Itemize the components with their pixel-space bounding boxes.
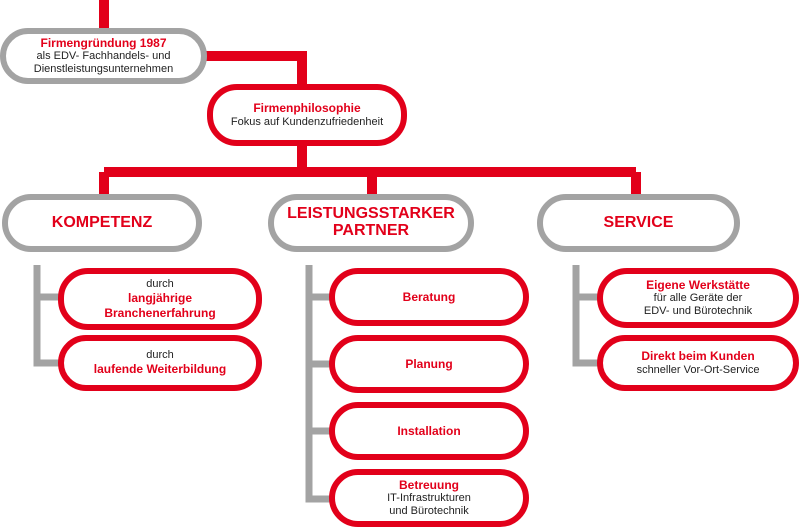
kompetenz-item-prefix: durch (146, 278, 174, 291)
founding-line-1: als EDV- Fachhandels- und (36, 50, 171, 62)
philosophy-title: Firmenphilosophie (253, 101, 361, 116)
kompetenz-item: durch langjährige Branchenerfahrung (58, 268, 262, 330)
founding-line-2: Dienstleistungsunternehmen (33, 63, 174, 76)
partner-item-planung: Planung (329, 335, 529, 393)
pillar-service: SERVICE (537, 194, 740, 252)
partner-item-line-1: IT-Infrastrukturen (387, 492, 471, 504)
service-item-line-1: für alle Geräte der (653, 292, 743, 304)
pillar-kompetenz: KOMPETENZ (2, 194, 202, 252)
partner-item-title: Beratung (402, 289, 456, 304)
pillar-partner-label-1: LEISTUNGSSTARKER (287, 205, 455, 223)
bracket-kompetenz (33, 265, 62, 367)
kompetenz-item-title-1: langjährige (127, 291, 192, 306)
philosophy-box: Firmenphilosophie Fokus auf Kundenzufrie… (207, 84, 407, 146)
service-item-line-1: schneller Vor-Ort-Service (636, 363, 760, 376)
partner-item-betreuung: Betreuung IT-Infrastrukturen und Bürotec… (329, 469, 529, 527)
founding-box: Firmengründung 1987 als EDV- Fachhandels… (0, 28, 207, 84)
service-item-title: Direkt beim Kunden (641, 349, 755, 364)
service-item-werkstaette: Eigene Werkstätte für alle Geräte der ED… (597, 268, 799, 328)
kompetenz-item: durch laufende Weiterbildung (58, 335, 262, 391)
partner-item-title: Installation (397, 423, 461, 438)
founding-title: Firmengründung 1987 (40, 35, 167, 50)
partner-item-beratung: Beratung (329, 268, 529, 326)
service-item-title: Eigene Werkstätte (646, 277, 750, 292)
service-item-vor-ort: Direkt beim Kunden schneller Vor-Ort-Ser… (597, 335, 799, 391)
philosophy-subtitle: Fokus auf Kundenzufriedenheit (230, 115, 384, 128)
pillar-partner: LEISTUNGSSTARKER PARTNER (268, 194, 474, 252)
service-item-line-2: EDV- und Bürotechnik (643, 305, 753, 318)
kompetenz-item-title-2: Branchenerfahrung (104, 305, 216, 320)
pillar-service-label: SERVICE (603, 213, 674, 231)
kompetenz-item-title-1: laufende Weiterbildung (93, 362, 227, 377)
bracket-service (572, 265, 600, 367)
kompetenz-item-prefix: durch (146, 349, 174, 362)
pillar-kompetenz-label: KOMPETENZ (51, 213, 153, 231)
partner-item-title: Betreuung (399, 477, 459, 492)
partner-item-line-2: und Bürotechnik (389, 505, 469, 518)
connector-founding-philosophy (203, 51, 307, 84)
bracket-partner (305, 265, 333, 503)
partner-item-installation: Installation (329, 402, 529, 460)
partner-item-title: Planung (405, 356, 453, 371)
pillar-partner-label-2: PARTNER (332, 222, 410, 239)
